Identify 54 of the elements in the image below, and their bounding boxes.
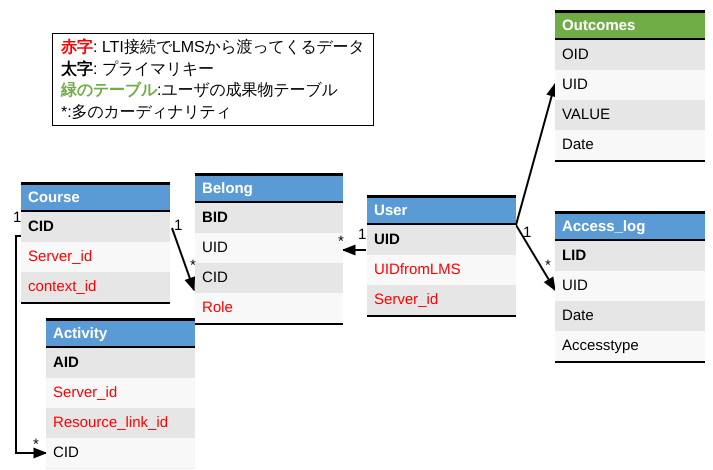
arrow	[171, 228, 196, 292]
field-row: BID	[195, 203, 343, 233]
field-row: UIDfromLMS	[367, 255, 516, 285]
field-row: UID	[367, 225, 516, 255]
field-row: Date	[555, 130, 705, 160]
legend-key: 緑のテーブル	[61, 82, 157, 99]
table	[555, 10, 705, 162]
table	[367, 195, 516, 317]
field-row: OID	[555, 40, 705, 70]
table-header: Access_log	[555, 211, 705, 241]
cardinality-mark: 1	[523, 225, 532, 240]
field-row: context_id	[21, 272, 170, 302]
field-row: VALUE	[555, 100, 705, 130]
legend-key: 赤字	[61, 39, 93, 56]
legend-text: :ユーザの成果物テーブル	[157, 82, 338, 99]
table-header: User	[367, 195, 516, 225]
table	[21, 182, 170, 304]
field-row: UID	[555, 271, 705, 301]
field-row: CID	[46, 438, 195, 468]
arrow	[515, 82, 558, 226]
table-header: Belong	[195, 173, 343, 203]
arrow	[515, 224, 556, 292]
cardinality-mark: *	[33, 437, 39, 452]
cardinality-mark: *	[190, 258, 196, 273]
field-row: Date	[555, 301, 705, 331]
cardinality-mark: *	[545, 258, 551, 273]
field-row: Accesstype	[555, 331, 705, 361]
cardinality-mark: 1	[174, 218, 182, 233]
field-row: AID	[46, 348, 195, 378]
cardinality-mark: *	[338, 234, 344, 249]
table	[195, 173, 343, 325]
field-row: UID	[555, 70, 705, 100]
field-row: Server_id	[46, 378, 195, 408]
table	[46, 318, 195, 469]
table	[555, 211, 705, 363]
cardinality-mark: 1	[358, 227, 366, 242]
arrow	[342, 244, 366, 256]
cardinality-mark: 1	[13, 210, 22, 225]
field-row: Resource_link_id	[46, 408, 195, 438]
legend-box	[52, 33, 374, 126]
legend-text: : プライマリキー	[93, 60, 214, 78]
field-row: Server_id	[367, 285, 516, 315]
arrow	[15, 235, 48, 459]
field-row: CID	[195, 263, 343, 293]
field-row: LID	[555, 241, 705, 271]
legend-text: : LTI接続でLMSから渡ってくるデータ	[93, 39, 365, 56]
field-row: Role	[195, 293, 343, 323]
table-header: Course	[21, 182, 170, 212]
table-header: Activity	[46, 318, 195, 348]
legend-text: *:多のカーディナリティ	[61, 104, 232, 120]
field-row: CID	[21, 212, 170, 242]
table-header: Outcomes	[555, 10, 705, 40]
field-row: Server_id	[21, 242, 170, 272]
legend-key: 太字	[61, 60, 93, 78]
